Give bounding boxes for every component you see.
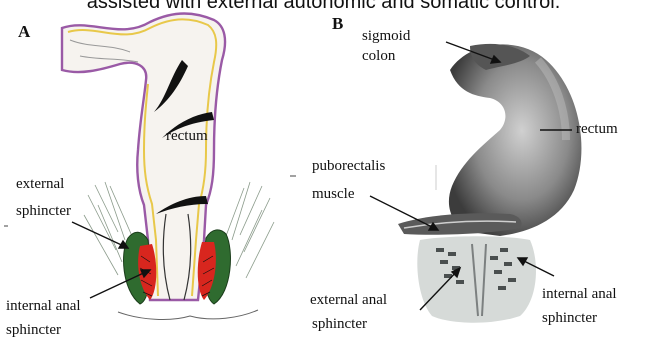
label-b-external-line1: external anal [310, 292, 387, 309]
rectum-shape [449, 44, 582, 236]
label-a-external-line1: external [16, 176, 64, 193]
label-b-internal-line1: internal anal [542, 286, 617, 303]
label-b-puborectalis-line2: muscle [312, 186, 355, 203]
panel-a-letter: A [18, 22, 30, 42]
label-b-rectum: rectum [576, 121, 618, 138]
panel-b-letter: B [332, 14, 343, 34]
label-a-internal-line1: internal anal [6, 298, 81, 315]
panel-b-illustration [290, 42, 581, 323]
label-b-puborectalis-line1: puborectalis [312, 158, 385, 175]
label-a-rectum: rectum [166, 128, 208, 145]
label-a-internal-line2: sphincter [6, 322, 61, 339]
label-b-internal-line2: sphincter [542, 310, 597, 327]
label-b-sigmoid-line2: colon [362, 48, 395, 65]
label-b-sigmoid-line1: sigmoid [362, 28, 410, 45]
panel-a-illustration [4, 14, 274, 320]
label-b-external-line2: sphincter [312, 316, 367, 333]
label-a-external-line2: sphincter [16, 203, 71, 220]
